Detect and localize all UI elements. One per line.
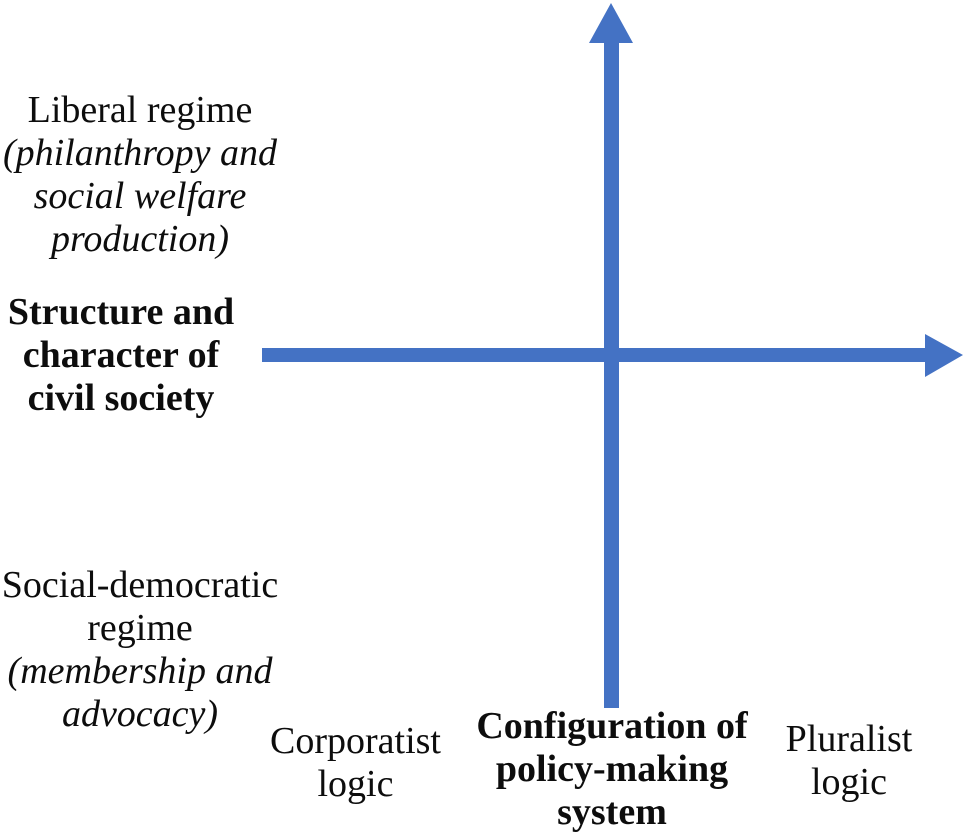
label-liberal-regime: Liberal regime (philanthropy and social … (0, 46, 280, 304)
label-corporatist-logic: Corporatist logic (270, 720, 441, 805)
liberal-regime-descriptor: (philanthropy and social welfare product… (2, 132, 278, 260)
label-pluralist-logic: Pluralist logic (785, 718, 913, 803)
label-social-democratic-regime: Social-democratic regime (membership and… (0, 521, 280, 779)
social-democratic-regime-name: Social-democratic regime (1, 564, 279, 649)
vertical-axis-title: Structure and character of civil society (7, 291, 235, 419)
liberal-regime-name: Liberal regime (27, 89, 253, 131)
horizontal-axis-title: Configuration of policy-making system (476, 705, 748, 833)
horizontal-axis-arrow (262, 334, 963, 377)
social-democratic-regime-descriptor: (membership and advocacy) (7, 650, 273, 735)
